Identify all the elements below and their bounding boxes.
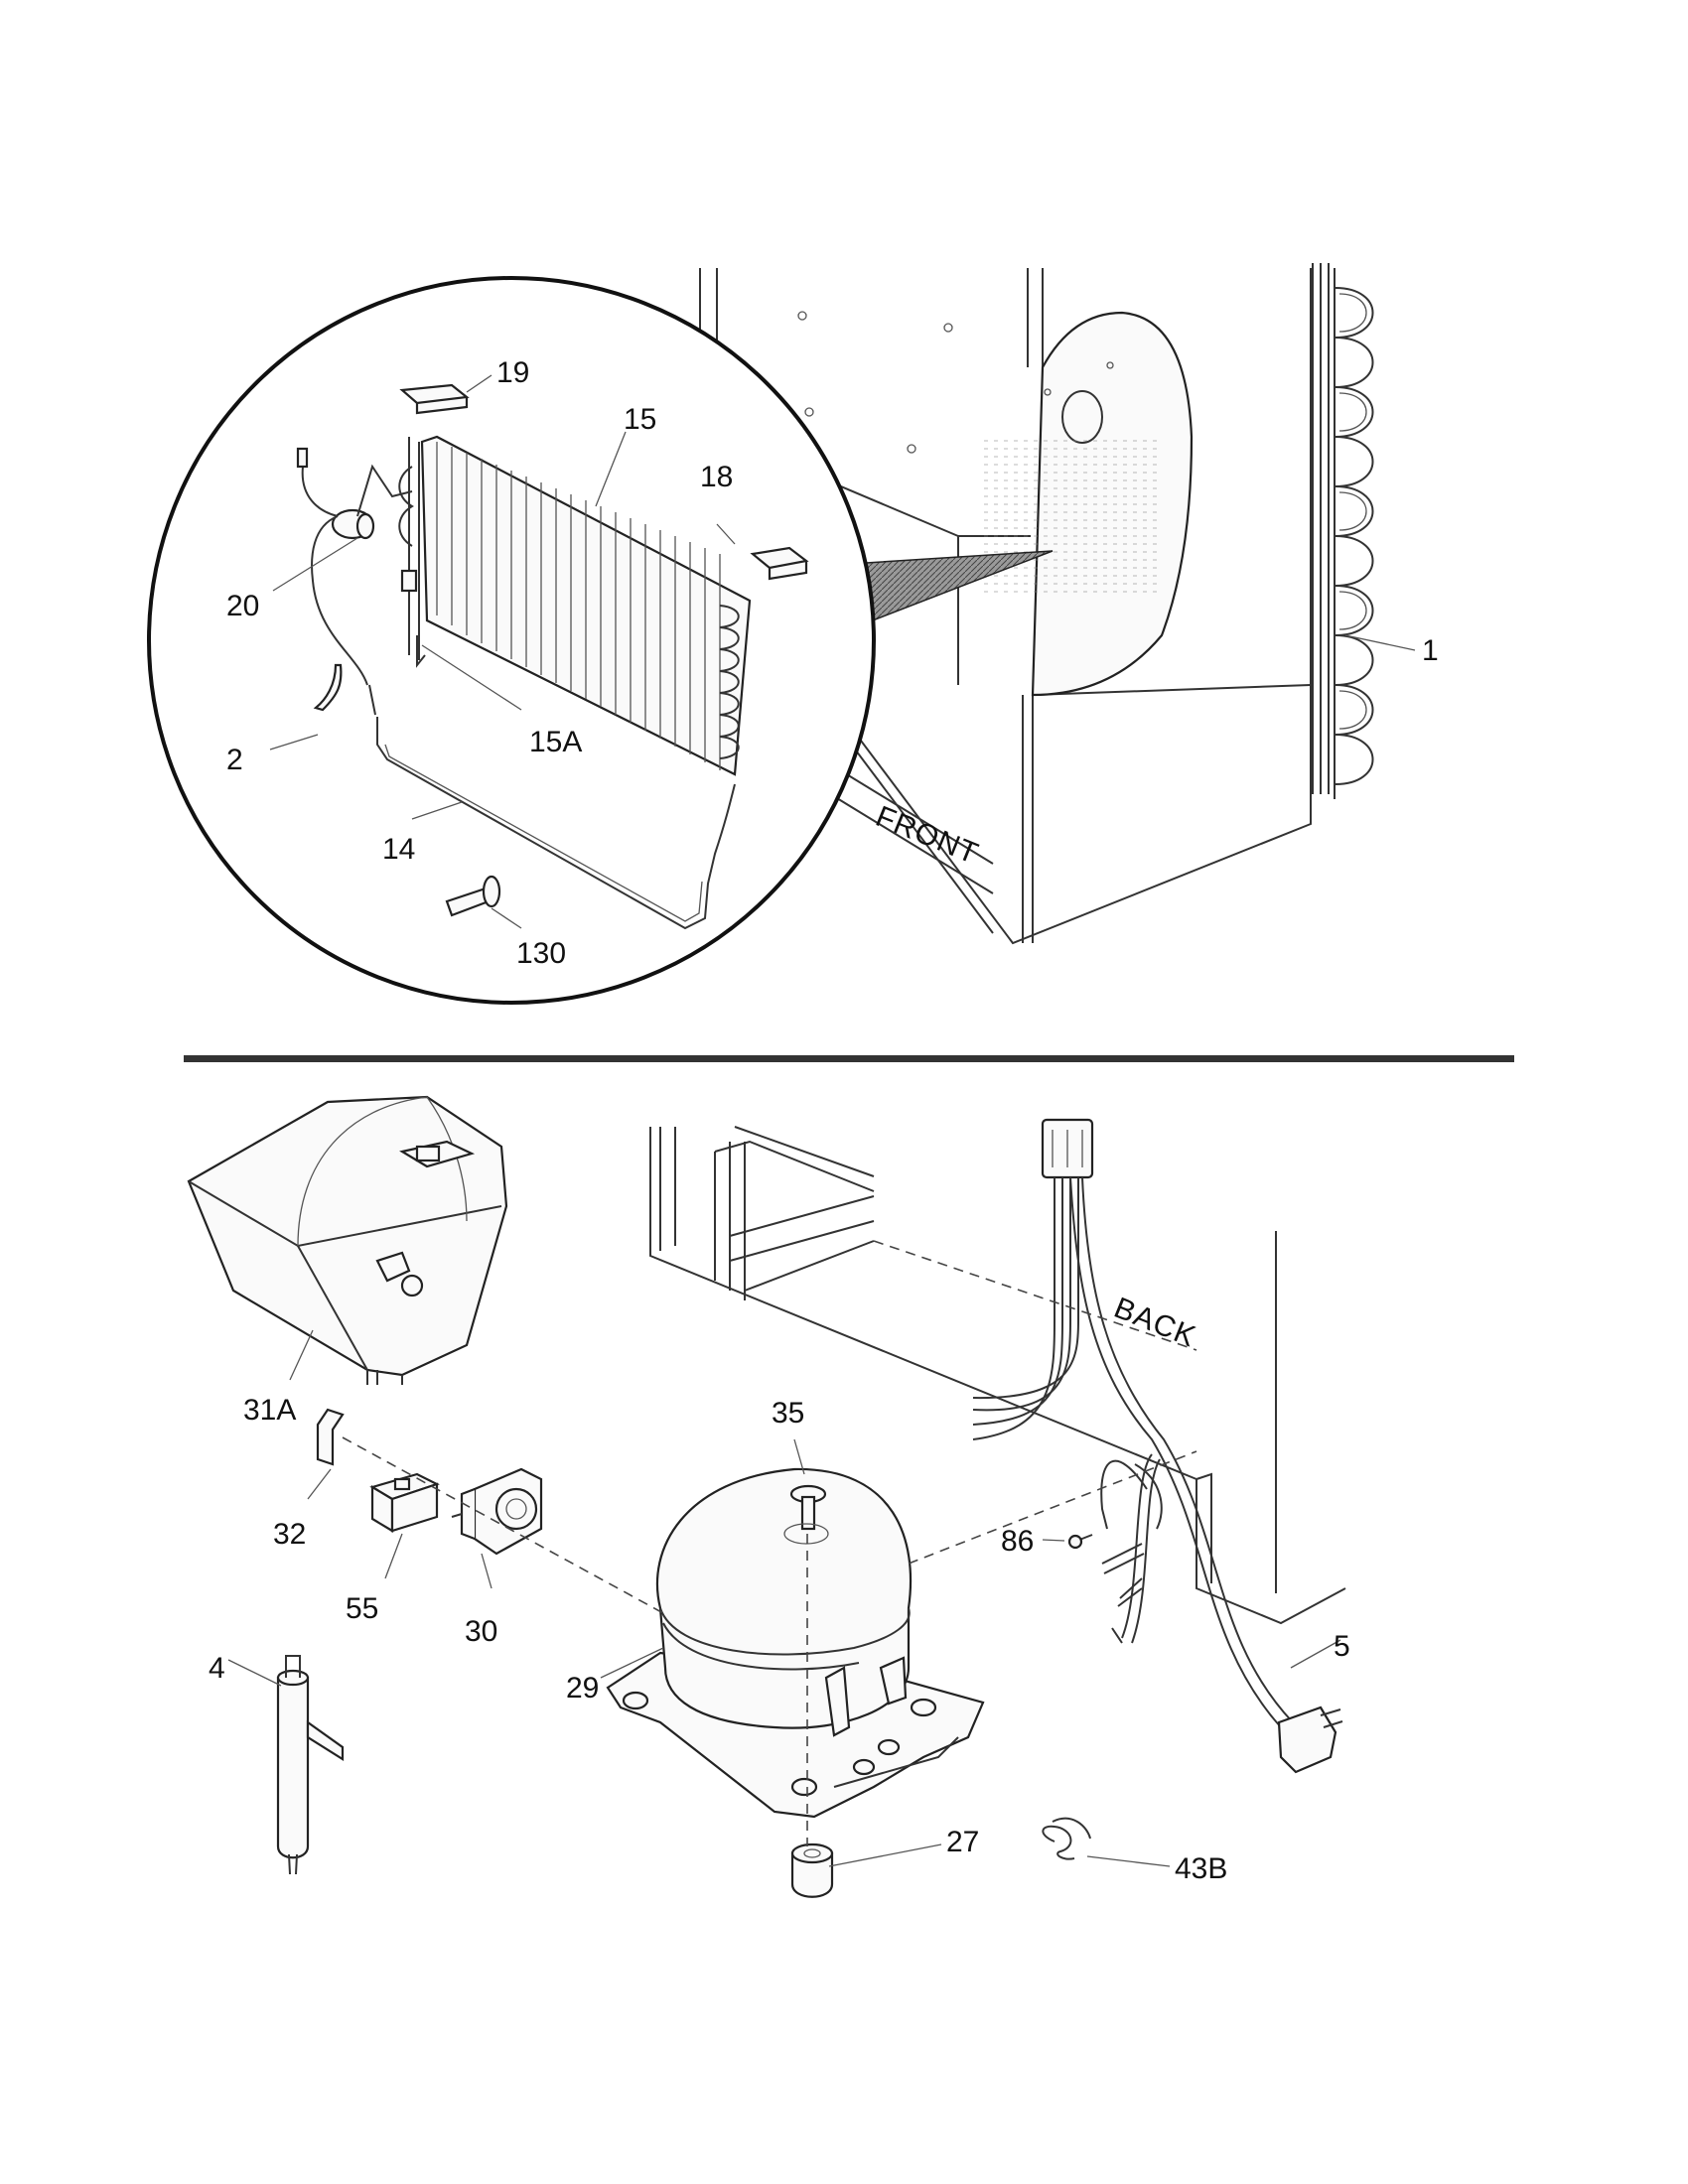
callout-1: 1 bbox=[1422, 634, 1439, 667]
screw-86 bbox=[1067, 1534, 1093, 1550]
bolt-35 bbox=[783, 1484, 829, 1545]
clip-19 bbox=[399, 383, 470, 415]
drain-heater bbox=[376, 717, 736, 930]
callout-86: 86 bbox=[1001, 1525, 1034, 1558]
relay-55 bbox=[369, 1472, 440, 1533]
callout-43b: 43B bbox=[1175, 1852, 1227, 1885]
callout-2: 2 bbox=[226, 744, 243, 776]
callout-18: 18 bbox=[700, 461, 733, 493]
callout-35: 35 bbox=[772, 1397, 804, 1430]
callout-5: 5 bbox=[1334, 1630, 1350, 1663]
clip-18 bbox=[750, 546, 809, 581]
front-label: FRONT bbox=[871, 800, 983, 871]
clip-32 bbox=[316, 1408, 345, 1466]
drier-4 bbox=[276, 1655, 345, 1875]
upper-view: FRONT bbox=[147, 263, 1439, 1005]
lower-view: BACK bbox=[187, 1095, 1350, 1898]
overload-30 bbox=[451, 1467, 543, 1556]
callout-19: 19 bbox=[496, 356, 529, 389]
callout-15: 15 bbox=[624, 403, 656, 436]
defrost-thermostat bbox=[296, 447, 413, 716]
tray-31a bbox=[187, 1095, 508, 1385]
grommet-27 bbox=[790, 1843, 834, 1898]
compressor-29 bbox=[606, 1467, 985, 1819]
callout-30: 30 bbox=[465, 1615, 497, 1648]
callout-32: 32 bbox=[273, 1518, 306, 1551]
clip-2 bbox=[313, 663, 343, 712]
clamp-43b bbox=[1042, 1817, 1091, 1860]
callout-14: 14 bbox=[382, 833, 415, 866]
section-divider bbox=[184, 1055, 1514, 1062]
callout-29: 29 bbox=[566, 1672, 599, 1705]
condenser-coil bbox=[1312, 263, 1374, 799]
back-label: BACK bbox=[1109, 1292, 1200, 1354]
callout-15a: 15A bbox=[529, 726, 582, 758]
callout-55: 55 bbox=[346, 1592, 378, 1625]
callout-31a: 31A bbox=[243, 1394, 296, 1427]
fastener-130 bbox=[445, 875, 501, 917]
callout-4: 4 bbox=[209, 1652, 225, 1685]
evaporator-coil bbox=[398, 435, 752, 776]
wiring-harness-5 bbox=[972, 1118, 1343, 1774]
callout-130: 130 bbox=[516, 937, 566, 970]
callout-20: 20 bbox=[226, 590, 259, 622]
callout-27: 27 bbox=[946, 1826, 979, 1858]
